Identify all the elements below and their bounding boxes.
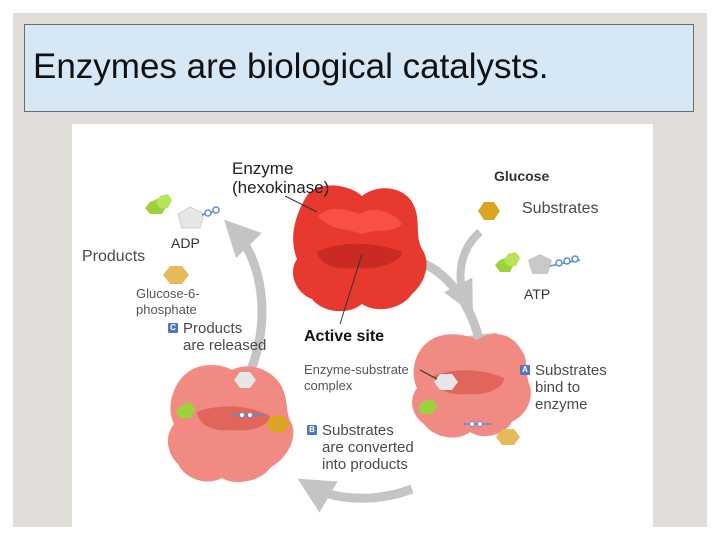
step-b-line1: Substrates bbox=[322, 422, 394, 439]
arrow-glucose-icon bbox=[443, 228, 483, 314]
enzyme-label-line2: (hexokinase) bbox=[232, 178, 330, 197]
arrow-release-icon bbox=[224, 219, 267, 374]
glucose-icon bbox=[478, 202, 500, 220]
enzyme-products-icon bbox=[167, 365, 294, 483]
g6p-label-line1: Glucose-6- bbox=[136, 286, 200, 301]
atp-icon bbox=[495, 252, 581, 274]
adp-icon bbox=[145, 194, 220, 229]
enzyme-substrate-complex-label: Enzyme-substrate complex bbox=[304, 362, 409, 394]
arrow-convert-icon bbox=[297, 478, 414, 513]
title-box: Enzymes are biological catalysts. bbox=[24, 24, 694, 112]
step-b-line3: into products bbox=[322, 456, 408, 473]
step-a: A Substrates bind to enzyme bbox=[520, 362, 607, 413]
enzyme-label-line1: Enzyme bbox=[232, 159, 294, 178]
enzyme-hexokinase-icon bbox=[292, 185, 427, 312]
products-label: Products bbox=[82, 248, 146, 265]
complex-pointer-line bbox=[419, 369, 438, 380]
glucose-6-phosphate-icon bbox=[163, 266, 189, 284]
complex-label-line2: complex bbox=[304, 378, 353, 393]
step-a-line1: Substrates bbox=[535, 362, 607, 379]
step-c-line2: are released bbox=[183, 337, 267, 354]
step-c-badge: C bbox=[168, 323, 178, 333]
step-c-text: Products are released bbox=[183, 320, 266, 354]
step-b-line2: are converted bbox=[322, 439, 414, 456]
step-c-line1: Products bbox=[183, 320, 243, 337]
complex-label-line1: Enzyme-substrate bbox=[304, 362, 409, 377]
diagram-artwork bbox=[145, 185, 581, 513]
active-site-pointer-line bbox=[339, 253, 363, 325]
enzyme-pointer-line bbox=[284, 195, 318, 213]
step-a-line3: enzyme bbox=[535, 396, 588, 413]
g6p-label-line2: phosphate bbox=[136, 302, 197, 317]
step-a-text: Substrates bind to enzyme bbox=[535, 362, 607, 413]
slide-title: Enzymes are biological catalysts. bbox=[33, 47, 549, 86]
active-site-label: Active site bbox=[304, 328, 385, 345]
atp-label: ATP bbox=[524, 286, 551, 302]
enzyme-substrate-complex-icon bbox=[412, 334, 531, 445]
step-b-badge: B bbox=[307, 425, 317, 435]
step-a-badge: A bbox=[520, 365, 530, 375]
step-c: C Products are released bbox=[168, 320, 266, 354]
enzyme-diagram: Enzyme (hexokinase) Active site Glucose … bbox=[72, 124, 653, 527]
step-b-text: Substrates are converted into products bbox=[322, 422, 414, 473]
step-a-line2: bind to bbox=[535, 379, 581, 396]
adp-label: ADP bbox=[171, 235, 200, 251]
glucose-label: Glucose bbox=[494, 168, 550, 184]
step-b: B Substrates are converted into products bbox=[307, 422, 414, 473]
enzyme-label: Enzyme (hexokinase) bbox=[232, 159, 329, 197]
substrates-label: Substrates bbox=[522, 200, 599, 217]
glucose-6-phosphate-label: Glucose-6- phosphate bbox=[136, 286, 200, 318]
